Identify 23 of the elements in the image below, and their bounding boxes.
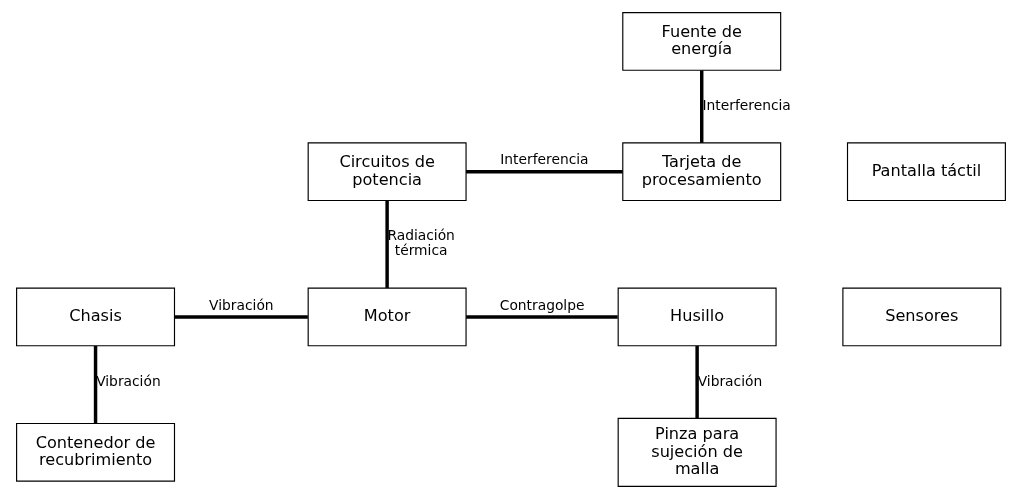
edge-label: Interferencia [499, 151, 589, 168]
connector [93, 345, 97, 424]
connector [384, 200, 389, 288]
node-box: Husillo [617, 287, 777, 347]
node-box: Chasis [15, 287, 175, 347]
connector [694, 345, 699, 419]
edge-label: Vibración [208, 296, 274, 313]
node-box: Fuente de energía [621, 12, 781, 71]
node-box: Contenedor de recubrimiento [15, 422, 175, 482]
node-box: Tarjeta de procesamiento [621, 142, 781, 202]
connector [699, 70, 703, 143]
edge-label: Contragolpe [499, 296, 584, 313]
edge-label: Radiación térmica [386, 227, 455, 259]
node-box: Pantalla táctil [846, 142, 1006, 202]
node-box: Motor [307, 287, 467, 347]
edge-label: Vibración [95, 372, 161, 389]
edge-label: Interferencia [702, 97, 791, 114]
connector [465, 170, 623, 174]
node-box: Pinza para sujeción de malla [617, 417, 777, 487]
node-box: Sensores [841, 287, 1001, 347]
connector [174, 315, 308, 319]
connector [465, 315, 618, 319]
node-box: Circuitos de potencia [307, 142, 467, 202]
